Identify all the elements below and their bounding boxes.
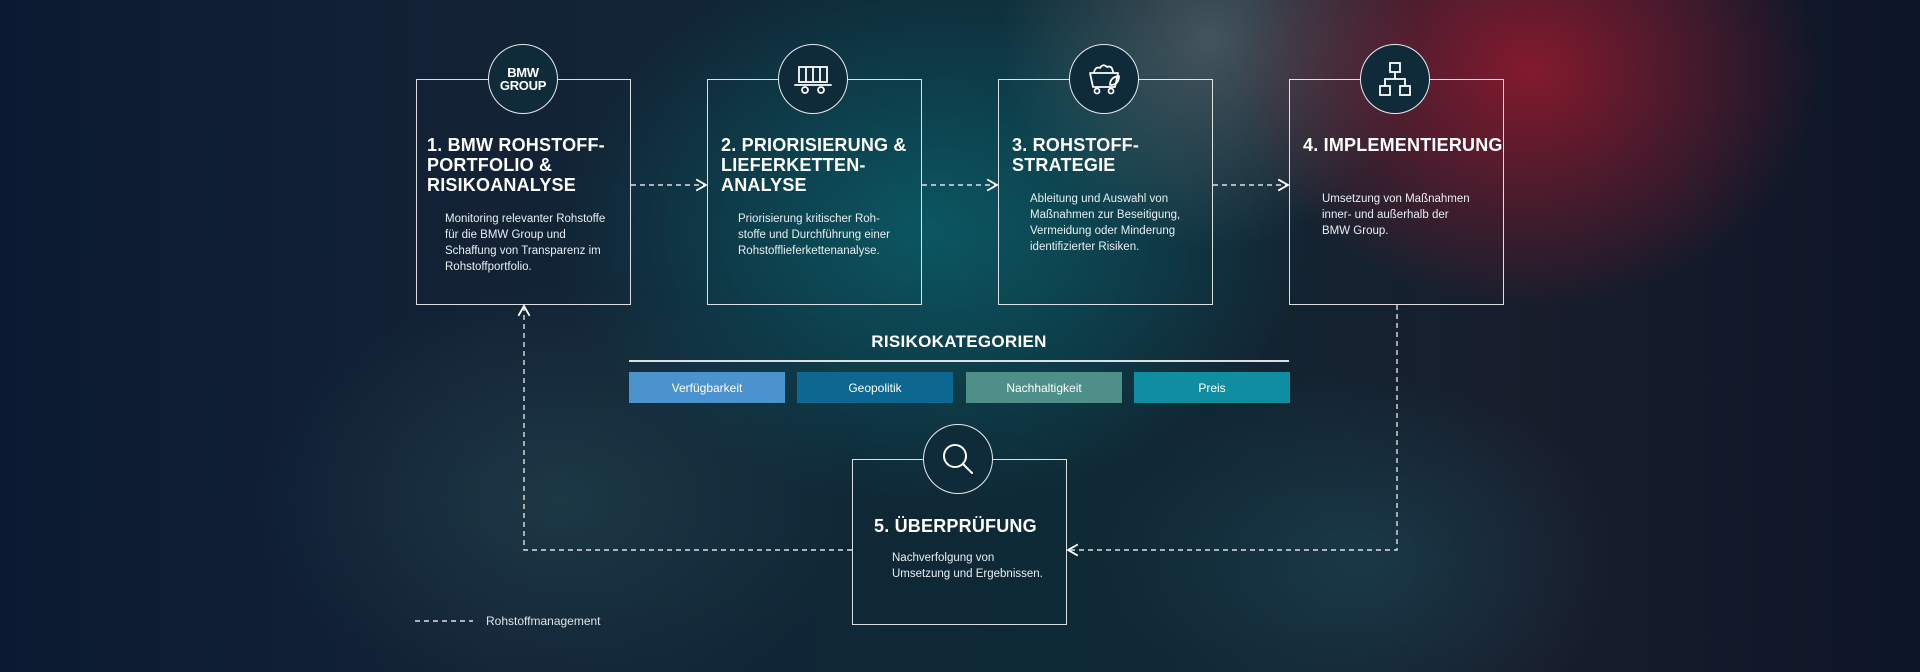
risk-categories-title: RISIKOKATEGORIEN (871, 332, 1047, 351)
step-title: 5. ÜBERPRÜFUNG (874, 516, 1037, 536)
arrow-5-to-1 (517, 304, 852, 551)
step-box-priorisierung: 2. PRIORISIERUNG & LIEFERKETTEN- ANALYSE… (707, 79, 922, 305)
step-box-portfolio: 1. BMW ROHSTOFF- PORTFOLIO & RISIKOANALY… (416, 79, 631, 305)
logo-line-1: BMW (507, 65, 539, 80)
step-box-strategie: 3. ROHSTOFF- STRATEGIE Ableitung und Aus… (998, 79, 1213, 305)
hierarchy-icon (1360, 44, 1430, 114)
logo-line-2: GROUP (499, 78, 547, 93)
step-text: Priorisierung kritischer Roh- stoffe und… (738, 213, 890, 257)
risk-category-verfuegbarkeit: Verfügbarkeit (629, 372, 785, 403)
ore-cart-leaf-icon (1069, 44, 1139, 114)
legend-label: Rohstoffmanagement (486, 614, 601, 628)
step-text: Ableitung und Auswahl von Maßnahmen zur … (1030, 193, 1181, 253)
risk-category-preis: Preis (1134, 372, 1290, 403)
risk-divider (629, 360, 1289, 362)
arrow-4-to-5 (1066, 305, 1398, 557)
step-title: 4. IMPLEMENTIERUNG (1303, 135, 1503, 155)
step-box-ueberpruefung: 5. ÜBERPRÜFUNG Nachverfolgung von Umsetz… (852, 459, 1067, 625)
step-title: 2. PRIORISIERUNG & LIEFERKETTEN- ANALYSE (721, 135, 907, 195)
step-box-implementierung: 4. IMPLEMENTIERUNG Umsetzung von Maßnahm… (1289, 79, 1504, 305)
step-title: 1. BMW ROHSTOFF- PORTFOLIO & RISIKOANALY… (427, 135, 605, 195)
step-title: 3. ROHSTOFF- STRATEGIE (1012, 135, 1140, 175)
rail-wagon-icon (778, 44, 848, 114)
risk-category-geopolitik: Geopolitik (797, 372, 953, 403)
step-text: Monitoring relevanter Rohstoffe für die … (445, 213, 606, 273)
step-text: Umsetzung von Maßnahmen inner- und außer… (1322, 193, 1470, 237)
magnifier-icon (923, 424, 993, 494)
risk-category-nachhaltigkeit: Nachhaltigkeit (966, 372, 1122, 403)
bmw-group-logo: BMW GROUP (488, 44, 558, 114)
step-text: Nachverfolgung von Umsetzung und Ergebni… (892, 552, 1043, 580)
